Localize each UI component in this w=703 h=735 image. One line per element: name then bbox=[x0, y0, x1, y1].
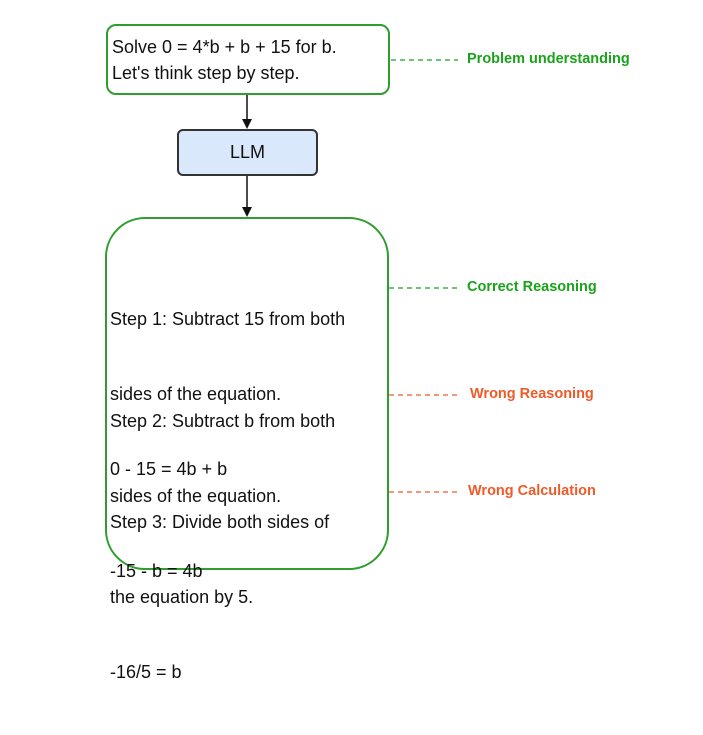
prompt-line: Let's think step by step. bbox=[112, 63, 300, 83]
step-3-line: Step 3: Divide both sides of bbox=[110, 512, 330, 532]
step-2-line: -15 - b = 4b bbox=[110, 561, 203, 581]
llm-label: LLM bbox=[229, 142, 265, 162]
step-2-annotation: Wrong Reasoning bbox=[470, 386, 594, 402]
step-3: Step 3: Divide both sides of the equatio… bbox=[110, 460, 329, 735]
connectors bbox=[242, 59, 460, 493]
response-box: Step 1: Subtract 15 from both sides of t… bbox=[105, 217, 389, 682]
step-3-annotation: Wrong Calculation bbox=[468, 483, 596, 499]
step-1-annotation: Correct Reasoning bbox=[467, 279, 597, 295]
prompt-line: Solve 0 = 4*b + b + 15 for b. bbox=[112, 37, 337, 57]
prompt-box: Solve 0 = 4*b + b + 15 for b. Let's think… bbox=[106, 24, 390, 95]
step-2-line: Step 2: Subtract b from both bbox=[110, 411, 336, 431]
step-3-line: -16/5 = b bbox=[110, 662, 182, 682]
step-2-line: sides of the equation. bbox=[110, 486, 282, 506]
step-3-line: the equation by 5. bbox=[110, 587, 254, 607]
step-1-line: 0 - 15 = 4b + b bbox=[110, 459, 228, 479]
step-2: Step 2: Subtract b from both sides of th… bbox=[110, 359, 335, 634]
llm-box: LLM bbox=[177, 129, 318, 176]
prompt-text: Solve 0 = 4*b + b + 15 for b. Let's think… bbox=[112, 34, 337, 86]
step-1: Step 1: Subtract 15 from both sides of t… bbox=[110, 257, 345, 532]
problem-understanding-label: Problem understanding bbox=[467, 51, 630, 67]
step-1-line: Step 1: Subtract 15 from both bbox=[110, 309, 346, 329]
step-1-line: sides of the equation. bbox=[110, 384, 282, 404]
